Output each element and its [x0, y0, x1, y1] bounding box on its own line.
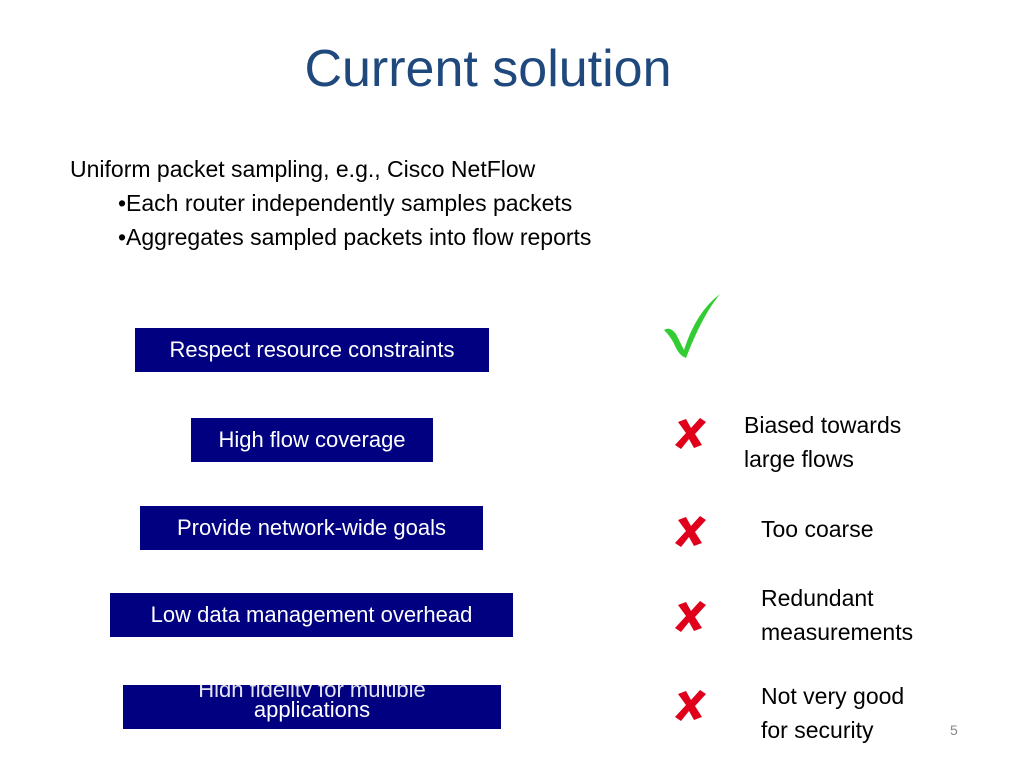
- goal-label: applications: [253, 697, 371, 722]
- intro-bullet: •Aggregates sampled packets into flow re…: [118, 224, 592, 250]
- note-line: measurements: [761, 619, 914, 645]
- note-line: for security: [761, 717, 874, 743]
- goal-high-flow-coverage: High flow coverage: [191, 418, 433, 462]
- intro-bullet: •Each router independently samples packe…: [118, 190, 573, 216]
- note-security: Not very good for security: [761, 679, 904, 747]
- goal-low-data-overhead: Low data management overhead: [110, 593, 513, 637]
- page-number: 5: [950, 722, 958, 738]
- note-line: Biased towards: [744, 412, 902, 438]
- goal-respect-resource-constraints: Respect resource constraints: [135, 328, 489, 372]
- cross-icon: [675, 516, 706, 547]
- note-biased: Biased towards large flows: [744, 408, 901, 476]
- cross-icon: [675, 601, 706, 632]
- goal-multiple-applications: High fidelity for multiple applications: [123, 685, 501, 729]
- note-line: large flows: [744, 446, 854, 472]
- note-too-coarse: Too coarse: [761, 512, 874, 546]
- note-line: Not very good: [761, 683, 905, 709]
- check-icon: [664, 294, 720, 358]
- note-line: Too coarse: [761, 516, 874, 542]
- intro-text: Uniform packet sampling, e.g., Cisco Net…: [70, 152, 591, 254]
- note-line: Redundant: [761, 585, 874, 611]
- goal-network-wide: Provide network-wide goals: [140, 506, 483, 550]
- goal-hidden-line: High fidelity for multiple: [123, 685, 501, 697]
- cross-icon: [675, 690, 706, 721]
- note-redundant: Redundant measurements: [761, 581, 913, 649]
- intro-heading: Uniform packet sampling, e.g., Cisco Net…: [70, 156, 536, 182]
- cross-icon: [675, 418, 706, 449]
- slide-title: Current solution: [304, 40, 672, 98]
